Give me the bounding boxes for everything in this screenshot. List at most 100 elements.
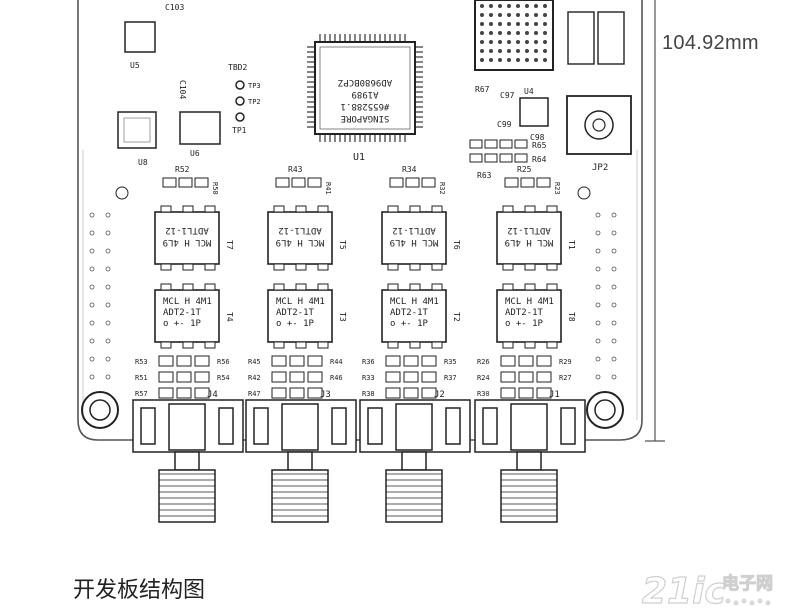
transformer-2-line-2: ADT2-1T — [276, 308, 315, 318]
transformer-2-line-3: o +- 1P — [276, 319, 315, 329]
channel-resistor-label: R37 — [444, 374, 457, 382]
transformer-2-ref: T3 — [338, 312, 347, 322]
sma-jack — [359, 399, 471, 523]
chip-fpga — [474, 0, 554, 71]
channel-resistor-label: R52 — [175, 165, 190, 174]
transformer-2-line-3: o +- 1P — [505, 319, 544, 329]
transformer-1-line-1: MCL H 4L9 — [276, 237, 325, 247]
channel-resistor-label: R35 — [444, 358, 457, 366]
channel-resistor-label: R54 — [217, 374, 230, 382]
channel-resistor-label: R56 — [217, 358, 230, 366]
transformer-1-ref: T1 — [567, 240, 576, 250]
transformer-2-line-1: MCL H 4M1 — [390, 297, 439, 307]
watermark-dots — [725, 598, 771, 606]
channel-resistor-label: R29 — [559, 358, 572, 366]
cap-label-3: C97 — [500, 91, 515, 100]
u4-label: U4 — [524, 87, 534, 96]
chip-u6: U6 — [179, 111, 221, 158]
transformer-1-ref: T6 — [452, 240, 461, 250]
transformer-2-line-1: MCL H 4M1 — [276, 297, 325, 307]
board-outline — [77, 0, 643, 441]
channel-resistor-label: R42 — [248, 374, 261, 382]
tp2-label: TP2 — [248, 98, 261, 106]
channel-resistor-label: R33 — [362, 374, 375, 382]
channel-resistor-label: R24 — [477, 374, 490, 382]
channel-resistor-label: R44 — [330, 358, 343, 366]
channel-resistor-label: R41 — [324, 182, 332, 195]
transformer-1-line-2: ADTL1-12 — [278, 225, 321, 235]
transformer-1-line-1: MCL H 4L9 — [163, 237, 212, 247]
channel-resistor-label: R45 — [248, 358, 261, 366]
channel-resistor-label: R46 — [330, 374, 343, 382]
sma-jack — [132, 399, 244, 523]
channel-top-resistors — [389, 177, 436, 188]
transformer-2-line-1: MCL H 4M1 — [163, 297, 212, 307]
transformer-2-ref: T2 — [452, 312, 461, 322]
channel-top-resistors — [162, 177, 209, 188]
watermark-chinese: 电子网 — [722, 573, 773, 594]
channel-resistor-label: R32 — [438, 182, 446, 195]
channel-top-resistors — [504, 177, 551, 188]
channel-resistor-label: R36 — [362, 358, 375, 366]
chip-u4: U4 — [519, 87, 549, 127]
board-diagram: AD9680BCPZ A1989 #655288.1 SINGAPORE U1 … — [77, 0, 665, 523]
channel-resistor-label: R26 — [477, 358, 490, 366]
channel-top-resistors — [275, 177, 322, 188]
tp3-label: TP3 — [248, 82, 261, 90]
jack-label: J3 — [320, 390, 331, 400]
channel-resistor-label: R34 — [402, 165, 417, 174]
connector-jp2: JP2 — [566, 11, 632, 173]
chip-u8: U8 — [117, 111, 157, 167]
transformer-2-line-2: ADT2-1T — [163, 308, 202, 318]
channel-resistor-label: R43 — [288, 165, 303, 174]
channel-resistor-label: R38 — [362, 390, 375, 398]
transformer-2-ref: T8 — [567, 312, 576, 322]
u8-label: U8 — [138, 158, 148, 167]
mounting-holes — [81, 186, 624, 429]
dimension-label: 104.92mm — [662, 32, 759, 54]
u1-marking-4: SINGAPORE — [341, 113, 390, 123]
channel-bottom-resistors — [385, 355, 437, 399]
transformer-1-ref: T7 — [225, 240, 234, 250]
watermark: 21ic 电子网 — [641, 570, 773, 611]
board-svg: AD9680BCPZ A1989 #655288.1 SINGAPORE U1 … — [77, 0, 665, 523]
u5-label: U5 — [130, 61, 140, 70]
u1-marking-1: AD9680BCPZ — [337, 77, 392, 87]
upper-resistors: R65 R64 R67 R63 — [469, 85, 547, 180]
cap-label-5: C99 — [497, 120, 512, 129]
jack-label: J4 — [207, 390, 218, 400]
chip-u1: AD9680BCPZ A1989 #655288.1 SINGAPORE U1 — [307, 34, 423, 163]
jack-label: J1 — [549, 390, 560, 400]
u1-label: U1 — [353, 152, 365, 163]
chip-u5: U5 — [124, 21, 156, 70]
r-upper-2: R64 — [532, 155, 547, 164]
transformer-1-line-2: ADTL1-12 — [507, 225, 550, 235]
cap-labels: C103 C104 C97 C98 C99 — [165, 3, 545, 142]
dimension-line — [645, 0, 665, 442]
cap-label-2: C104 — [178, 80, 187, 99]
transformer-2-line-1: MCL H 4M1 — [505, 297, 554, 307]
cap-label-4: C98 — [530, 133, 545, 142]
u1-marking-2: A1989 — [351, 89, 378, 99]
cap-label-1: C103 — [165, 3, 184, 12]
transformer-1-line-1: MCL H 4L9 — [390, 237, 439, 247]
channel-bottom-resistors — [271, 355, 323, 399]
channel-resistor-label: R27 — [559, 374, 572, 382]
r-upper-4: R63 — [477, 171, 492, 180]
sma-jack — [245, 399, 357, 523]
transformer-2-ref: T4 — [225, 312, 234, 322]
channel-resistor-label: R25 — [517, 165, 532, 174]
channel-resistor-label: R57 — [135, 390, 148, 398]
transformer-1-ref: T5 — [338, 240, 347, 250]
transformer-2-line-2: ADT2-1T — [390, 308, 429, 318]
caption: 开发板结构图 — [73, 578, 206, 603]
